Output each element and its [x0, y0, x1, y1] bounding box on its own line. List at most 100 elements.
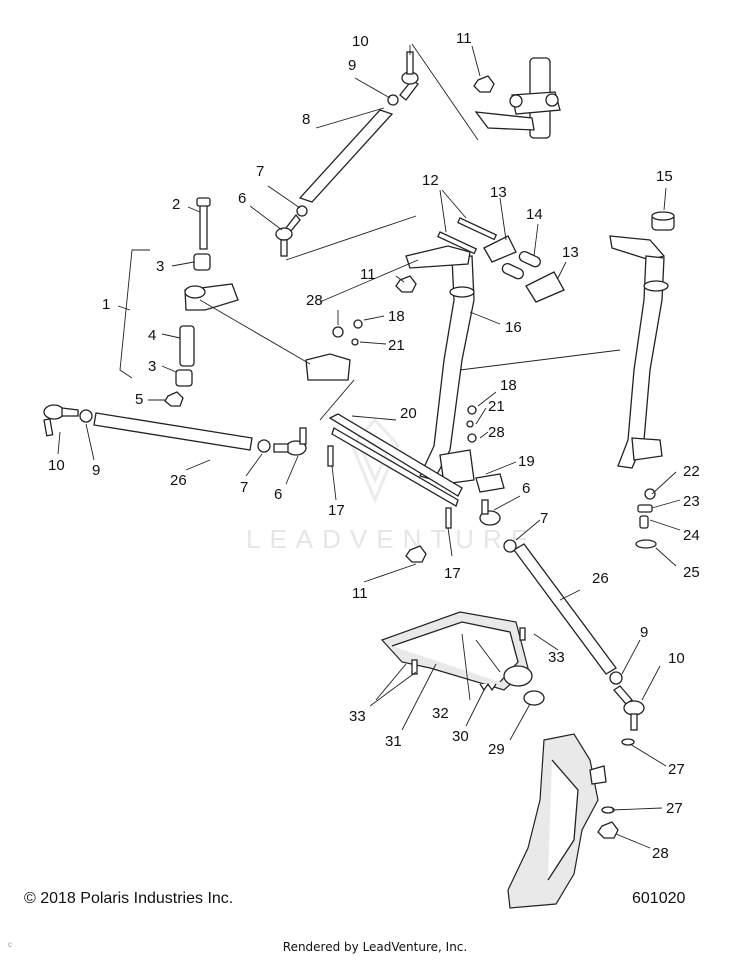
tie-rod-end-10-left-stud: [43, 418, 54, 437]
bushing-3-bottom: [175, 369, 193, 387]
tie-rod-end-6-upper-head: [275, 227, 293, 241]
callout-22: 22: [683, 463, 700, 480]
callout-13-right: 13: [562, 244, 579, 261]
callout-23: 23: [683, 493, 700, 510]
callout-28-right: 28: [488, 424, 505, 441]
column-bracket-19: [439, 449, 475, 485]
steering-column-16: [395, 245, 475, 485]
jam-nut-7-upper: [296, 205, 308, 217]
right-tie-rod-assembly: [479, 499, 645, 731]
corner-mark: c: [8, 940, 12, 949]
tie-rod-end-6-left-stud: [299, 427, 307, 445]
mount-block: [305, 353, 351, 381]
nut-28-right: [467, 433, 477, 443]
ring-25: [635, 539, 657, 549]
callout-24: 24: [683, 527, 700, 544]
callout-6-left: 6: [274, 486, 282, 503]
shaft-collar: [643, 280, 669, 292]
tie-rod-end-6-right-stud: [481, 499, 489, 515]
nut-18-center: [353, 319, 363, 329]
clamp-bolt-left: [509, 94, 523, 108]
fastener-33b: [519, 627, 526, 641]
copyright-text: © 2018 Polaris Industries Inc.: [24, 890, 234, 907]
bushing-3-top: [193, 253, 211, 271]
washer-21-right: [466, 420, 474, 428]
bolt-17-left: [327, 445, 334, 467]
callout-16: 16: [505, 319, 522, 336]
callout-6-top: 6: [238, 190, 246, 207]
callout-10-top: 10: [352, 33, 369, 50]
clip-22: [644, 488, 656, 500]
bolt-17-right: [445, 507, 452, 529]
nut-28-center: [332, 326, 344, 338]
steering-column-upper: [473, 57, 561, 139]
bushing-14-b: [518, 250, 541, 268]
callout-9-left: 9: [92, 462, 100, 479]
jam-nut-9-upper: [387, 94, 399, 106]
callout-17-right: 17: [444, 565, 461, 582]
skid-plate-assembly: [380, 611, 545, 706]
tie-rod-end-6-left-body: [273, 443, 289, 453]
tie-rod-26-right: [513, 543, 617, 675]
callout-15: 15: [656, 168, 673, 185]
callout-9-right: 9: [640, 624, 648, 641]
callout-10-right: 10: [668, 650, 685, 667]
leader-lines: [57, 43, 681, 849]
callout-28-bottom: 28: [652, 845, 669, 862]
callout-1: 1: [102, 296, 110, 313]
tie-rod-end-10-right: [623, 700, 645, 716]
jam-nut-7-right: [503, 539, 517, 553]
pivot-cup: [503, 665, 533, 687]
knuckle-rib: [547, 759, 579, 881]
callout-18-right: 18: [500, 377, 517, 394]
pitman-linkage-assembly: [437, 217, 565, 303]
tie-rod-end-10-upper: [399, 79, 419, 101]
callout-21-center: 21: [388, 337, 405, 354]
sleeve-4: [179, 325, 195, 367]
nut-11-lower: [405, 545, 427, 563]
tie-rod-26-left: [93, 412, 253, 451]
nut-18-right: [467, 405, 477, 415]
callout-21-right: 21: [488, 398, 505, 415]
knuckle-ear: [589, 765, 607, 785]
fastener-33a: [411, 659, 418, 675]
watermark-text: LEADVENTURE: [246, 524, 537, 554]
callouts: 10 11 9 8 7 6 2 3 1 4 3 5 12 13 14 13 15…: [48, 30, 700, 862]
bolt-12a: [437, 231, 478, 255]
clamp-bolt-right: [545, 93, 559, 107]
diagram-id: 601020: [632, 890, 686, 907]
callout-3-top: 3: [156, 258, 164, 275]
jam-nut-9-left: [79, 409, 93, 423]
bolt-12b: [457, 217, 498, 241]
callout-28-center: 28: [306, 292, 323, 309]
column-top-arm: [405, 245, 471, 269]
callout-6-right: 6: [522, 480, 530, 497]
center-link-bar: [328, 413, 463, 497]
nut-28-bottom: [597, 821, 619, 839]
callout-25: 25: [683, 564, 700, 581]
callout-17-left: 17: [328, 502, 345, 519]
pin-24: [639, 515, 649, 529]
washer-21-center: [351, 338, 359, 346]
bolt-2: [199, 203, 208, 250]
tie-rod-end-10-left-body: [61, 407, 79, 417]
washer-27-top: [621, 738, 635, 746]
column-collar: [449, 286, 475, 298]
tie-rod-end-10-upper-stud: [406, 51, 414, 75]
column-lever-arm: [474, 111, 535, 131]
callout-7-right: 7: [540, 510, 548, 527]
callout-26-left: 26: [170, 472, 187, 489]
callout-26-right: 26: [592, 570, 609, 587]
link-13-left: [483, 235, 517, 263]
nut-11-upper: [473, 75, 495, 93]
callout-14: 14: [526, 206, 543, 223]
link-13-right: [525, 271, 565, 303]
spacer-23: [637, 504, 653, 513]
tie-rod-end-10-left: [43, 404, 65, 420]
callout-3-bottom: 3: [148, 358, 156, 375]
cap-15-top: [651, 211, 675, 221]
callout-11-top: 11: [456, 30, 472, 47]
left-tie-rod-assembly: [43, 404, 307, 456]
upper-tie-rod-assembly: [275, 51, 419, 257]
